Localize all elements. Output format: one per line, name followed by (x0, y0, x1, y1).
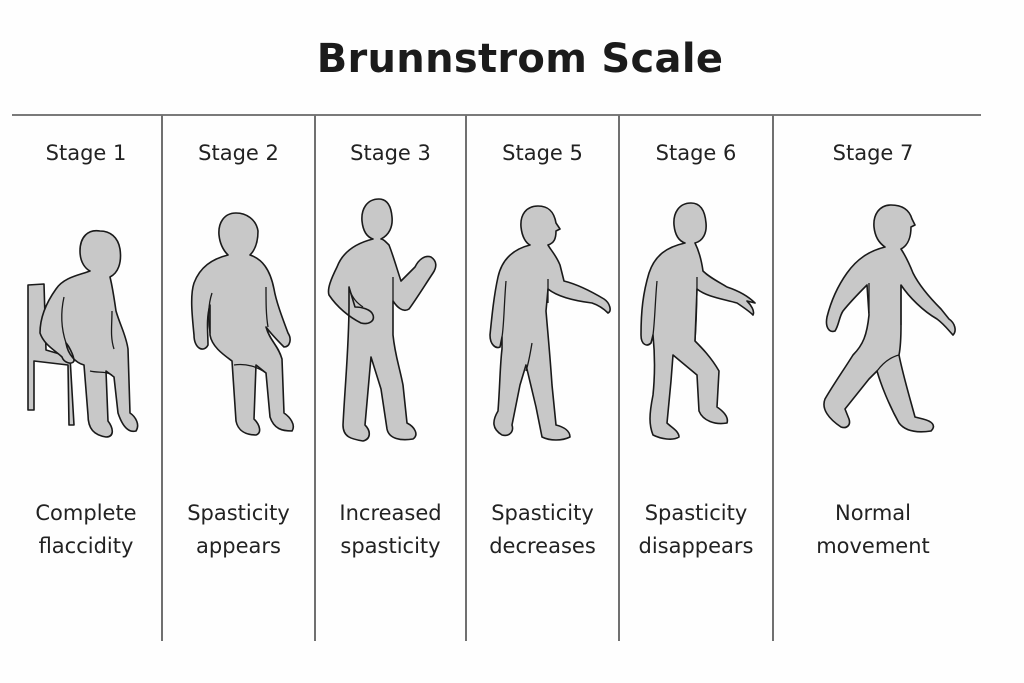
stage-column-2: Stage 2 Spasticity appears (162, 115, 315, 641)
column-divider (772, 115, 774, 641)
column-divider (314, 115, 316, 641)
column-divider (161, 115, 163, 641)
standing-reaching-figure-icon (466, 185, 619, 485)
column-divider (465, 115, 467, 641)
column-divider (618, 115, 620, 641)
stage-label: Stage 7 (832, 141, 914, 165)
stage-description: Normal movement (816, 501, 930, 558)
diagram-title: Brunnstrom Scale (316, 36, 724, 82)
stage-label: Stage 3 (350, 141, 431, 165)
seated-figure-with-chair-icon (10, 185, 162, 485)
stage-column-1: Stage 1 Complete flaccidity (10, 115, 162, 641)
stage-column-7: Stage 7 Normal movement (773, 115, 988, 641)
standing-flexed-arm-figure-icon (315, 185, 466, 485)
stepping-figure-icon (619, 185, 773, 485)
stage-column-3: Stage 3 Increased spasticity (315, 115, 466, 641)
header-divider (12, 114, 981, 116)
stage-label: Stage 6 (655, 141, 737, 165)
stage-column-5: Stage 5 Spasticity decreases (466, 115, 619, 641)
stage-column-6: Stage 6 Spasticity disappears (619, 115, 773, 641)
seated-figure-icon (162, 185, 315, 485)
stage-description: Spasticity disappears (638, 501, 754, 558)
stage-description: Spasticity appears (187, 501, 290, 558)
stage-label: Stage 1 (45, 141, 127, 165)
stage-description: Spasticity decreases (489, 501, 596, 558)
stage-description: Increased spasticity (339, 501, 442, 558)
stage-label: Stage 2 (198, 141, 279, 165)
stage-description: Complete flaccidity (35, 501, 137, 558)
walking-figure-icon (773, 185, 988, 485)
stage-label: Stage 5 (502, 141, 583, 165)
